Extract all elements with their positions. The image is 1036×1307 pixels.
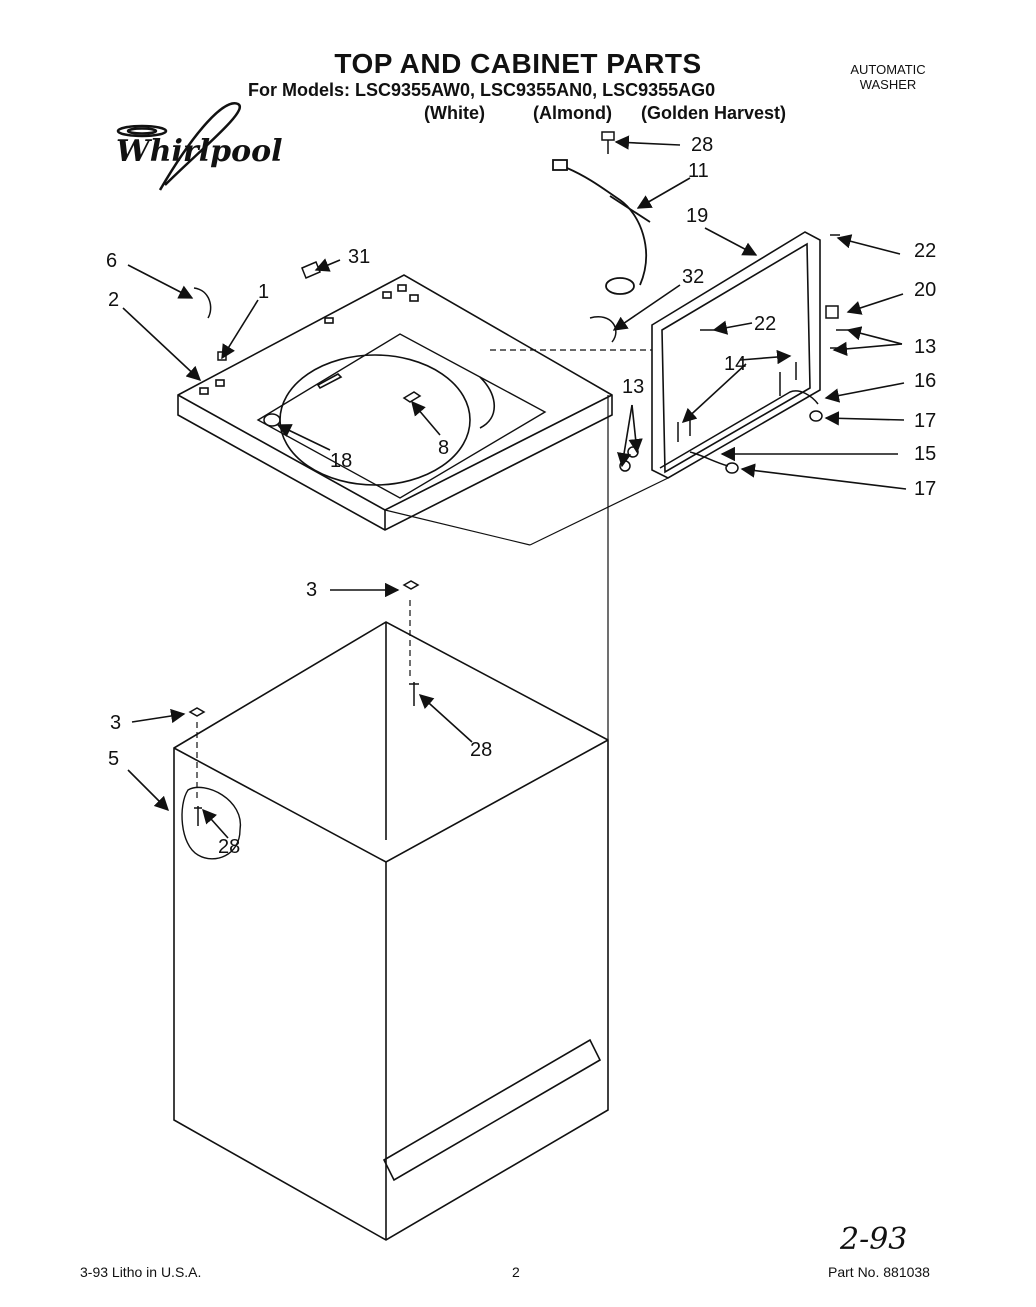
fasteners bbox=[188, 131, 848, 826]
variant-almond: (Almond) bbox=[533, 103, 612, 123]
callout-22-upper: 22 bbox=[914, 240, 937, 262]
callout-19-console-frame: 19 bbox=[686, 205, 709, 227]
appliance-type: AUTOMATIC WASHER bbox=[838, 62, 938, 92]
assembly-lines bbox=[196, 349, 669, 800]
callout-2: 2 bbox=[108, 289, 120, 311]
part-number: Part No. 881038 bbox=[828, 1264, 930, 1280]
variant-golden-harvest: (Golden Harvest) bbox=[641, 103, 787, 123]
models-line: For Models: LSC9355AW0, LSC9355AN0, LSC9… bbox=[248, 80, 716, 100]
callout-3-upper: 3 bbox=[306, 579, 318, 601]
leader-arrows bbox=[122, 135, 907, 839]
callout-3-lower: 3 bbox=[110, 712, 122, 734]
footer-print-info: 3-93 Litho in U.S.A. bbox=[80, 1264, 202, 1280]
callout-11-wire-harness: 11 bbox=[688, 160, 709, 182]
whirlpool-logo bbox=[116, 102, 242, 191]
callout-8: 8 bbox=[438, 437, 450, 459]
callout-28-cabinet: 28 bbox=[470, 739, 493, 761]
cabinet bbox=[173, 621, 609, 1241]
callout-13-left: 13 bbox=[622, 376, 645, 398]
page-number: 2 bbox=[512, 1264, 520, 1280]
callout-13-right: 13 bbox=[914, 336, 937, 358]
top-panel bbox=[177, 274, 613, 531]
callout-17-lower: 17 bbox=[914, 478, 937, 500]
appliance-type-line1: AUTOMATIC bbox=[850, 62, 926, 77]
page-title: TOP AND CABINET PARTS bbox=[334, 48, 702, 79]
wire-harness bbox=[552, 159, 651, 295]
appliance-type-line2: WASHER bbox=[859, 77, 917, 92]
callout-28-screw: 28 bbox=[691, 134, 714, 156]
brand-name: Whirlpool bbox=[116, 134, 283, 169]
callout-1: 1 bbox=[258, 281, 270, 303]
callout-28-cutaway: 28 bbox=[218, 836, 241, 858]
callout-32: 32 bbox=[682, 266, 705, 288]
handwritten-date: 2-93 bbox=[840, 1222, 908, 1257]
variant-white: (White) bbox=[424, 103, 485, 123]
callout-18: 18 bbox=[330, 450, 353, 472]
callout-31: 31 bbox=[348, 246, 371, 268]
console-frame bbox=[651, 231, 821, 479]
callout-15: 15 bbox=[914, 443, 937, 465]
callout-14: 14 bbox=[724, 353, 747, 375]
callout-20: 20 bbox=[914, 279, 937, 301]
callout-22-lower: 22 bbox=[754, 313, 777, 335]
callout-17-upper: 17 bbox=[914, 410, 937, 432]
callout-5-cabinet: 5 bbox=[108, 748, 120, 770]
callout-6: 6 bbox=[106, 250, 118, 272]
callout-16: 16 bbox=[914, 370, 937, 392]
